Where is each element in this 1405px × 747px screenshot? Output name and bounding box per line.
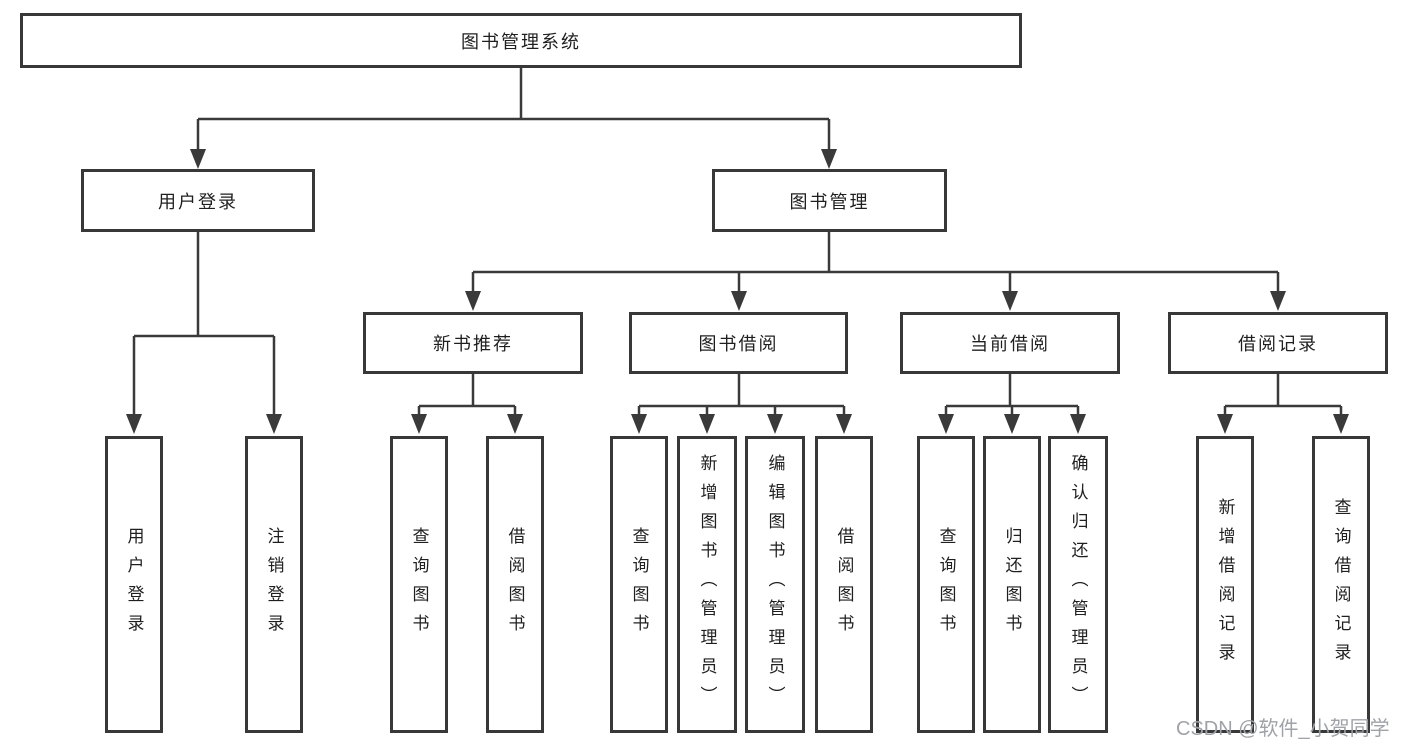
arrow-down-icon — [126, 414, 142, 434]
arrow-down-icon — [836, 414, 852, 434]
arrow-down-icon — [1217, 414, 1233, 434]
node-new-book-recommendation: 新书推荐 — [363, 312, 583, 374]
arrow-down-icon — [938, 414, 954, 434]
leaf-confirm-return-admin: 确认归还（管理员） — [1048, 436, 1108, 733]
node-borrowing-records: 借阅记录 — [1168, 312, 1388, 374]
leaf-return-books: 归还图书 — [983, 436, 1041, 733]
leaf-query-books-borrowing: 查询图书 — [610, 436, 668, 733]
leaf-query-books-current: 查询图书 — [917, 436, 975, 733]
leaf-borrow-books-newrec: 借阅图书 — [486, 436, 544, 733]
connector-paths — [132, 68, 1343, 417]
arrow-down-icon — [190, 149, 206, 169]
arrow-down-icon — [1270, 291, 1286, 311]
arrow-down-icon — [507, 414, 523, 434]
node-book-borrowing: 图书借阅 — [629, 312, 848, 374]
node-user-login: 用户登录 — [81, 169, 315, 232]
arrow-down-icon — [411, 414, 427, 434]
arrow-down-icon — [821, 149, 837, 169]
connector-book-borrow-children — [637, 374, 846, 417]
arrow-down-icon — [631, 414, 647, 434]
connector-book-mgmt-children — [471, 232, 1280, 294]
leaf-edit-books-admin: 编辑图书（管理员） — [745, 436, 805, 733]
arrow-down-icon — [767, 414, 783, 434]
arrow-down-icon — [699, 414, 715, 434]
leaf-logout: 注销登录 — [245, 436, 303, 733]
connector-current-borrow-children — [944, 374, 1080, 417]
leaf-user-login: 用户登录 — [105, 436, 163, 733]
leaf-query-books-newrec: 查询图书 — [390, 436, 448, 733]
connector-new-book-rec-children — [417, 374, 517, 417]
leaf-add-borrow-record: 新增借阅记录 — [1196, 436, 1254, 733]
connector-borrow-record-children — [1223, 374, 1343, 417]
node-current-borrowing: 当前借阅 — [900, 312, 1120, 374]
arrow-down-icon — [465, 291, 481, 311]
leaf-add-books-admin: 新增图书（管理员） — [677, 436, 737, 733]
csdn-watermark: CSDN @软件_小贺同学 — [1176, 718, 1390, 740]
arrow-down-icon — [731, 291, 747, 311]
arrow-down-icon — [266, 414, 282, 434]
leaf-query-borrow-record: 查询借阅记录 — [1312, 436, 1370, 733]
arrowheads — [126, 149, 1349, 434]
arrow-down-icon — [1070, 414, 1086, 434]
arrow-down-icon — [1004, 414, 1020, 434]
connector-root-to-level2 — [196, 68, 831, 152]
leaf-borrow-books-borrowing: 借阅图书 — [815, 436, 873, 733]
arrow-down-icon — [1002, 291, 1018, 311]
node-book-management: 图书管理 — [712, 169, 947, 232]
node-root: 图书管理系统 — [20, 13, 1022, 68]
connector-user-login-children — [132, 232, 276, 417]
arrow-down-icon — [1333, 414, 1349, 434]
